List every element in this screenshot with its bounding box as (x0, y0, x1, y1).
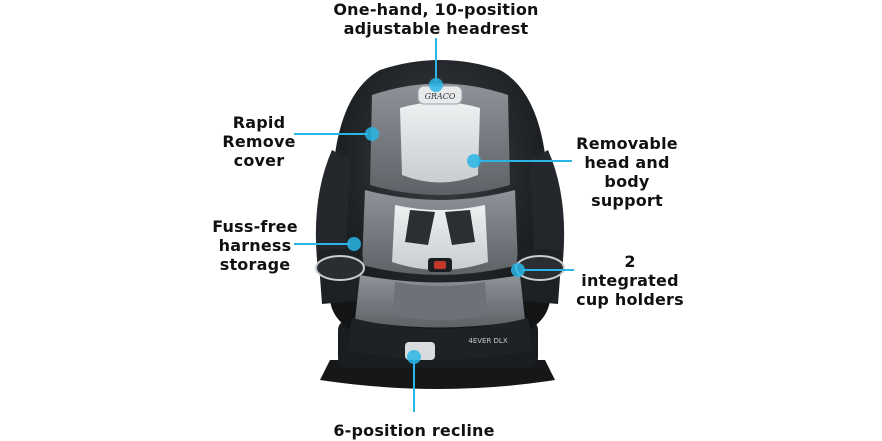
callout-cup-holders: 2 integrated cup holders (574, 252, 686, 309)
callout-rapid-remove-cover: Rapid Remove cover (196, 113, 322, 170)
model-label: 4EVER DLX (468, 337, 507, 345)
seat-cushion (355, 275, 525, 328)
callout-cupholders-line1: 2 integrated (581, 252, 679, 290)
cup-holders (315, 248, 565, 304)
callout-removable-support: Removable head and body support (566, 134, 688, 210)
callout-support-line2: head and (584, 153, 670, 172)
callout-recline-line1: 6-position recline (333, 421, 495, 440)
front-panel: 4EVER DLX (348, 318, 532, 360)
headrest: GRACO (370, 83, 510, 195)
callout-headrest-line2: adjustable headrest (343, 19, 529, 38)
callout-cover-line1: Rapid Remove (222, 113, 296, 151)
callout-headrest-line1: One-hand, 10-position (333, 0, 539, 19)
callout-cover-line2: cover (233, 151, 285, 170)
callout-recline: 6-position recline (324, 421, 504, 440)
callout-harness-line1: Fuss-free (212, 217, 298, 236)
callout-support-line1: Removable (576, 134, 678, 153)
callout-leaders (294, 38, 574, 412)
callout-support-line3: body support (591, 172, 663, 210)
seat-back (362, 190, 518, 275)
brand-badge: GRACO (425, 92, 456, 101)
callout-harness-line3: storage (219, 255, 291, 274)
callout-harness-storage: Fuss-free harness storage (206, 217, 304, 274)
callout-harness-line2: harness (218, 236, 292, 255)
callout-headrest: One-hand, 10-position adjustable headres… (330, 0, 542, 38)
callout-cupholders-line2: cup holders (576, 290, 684, 309)
